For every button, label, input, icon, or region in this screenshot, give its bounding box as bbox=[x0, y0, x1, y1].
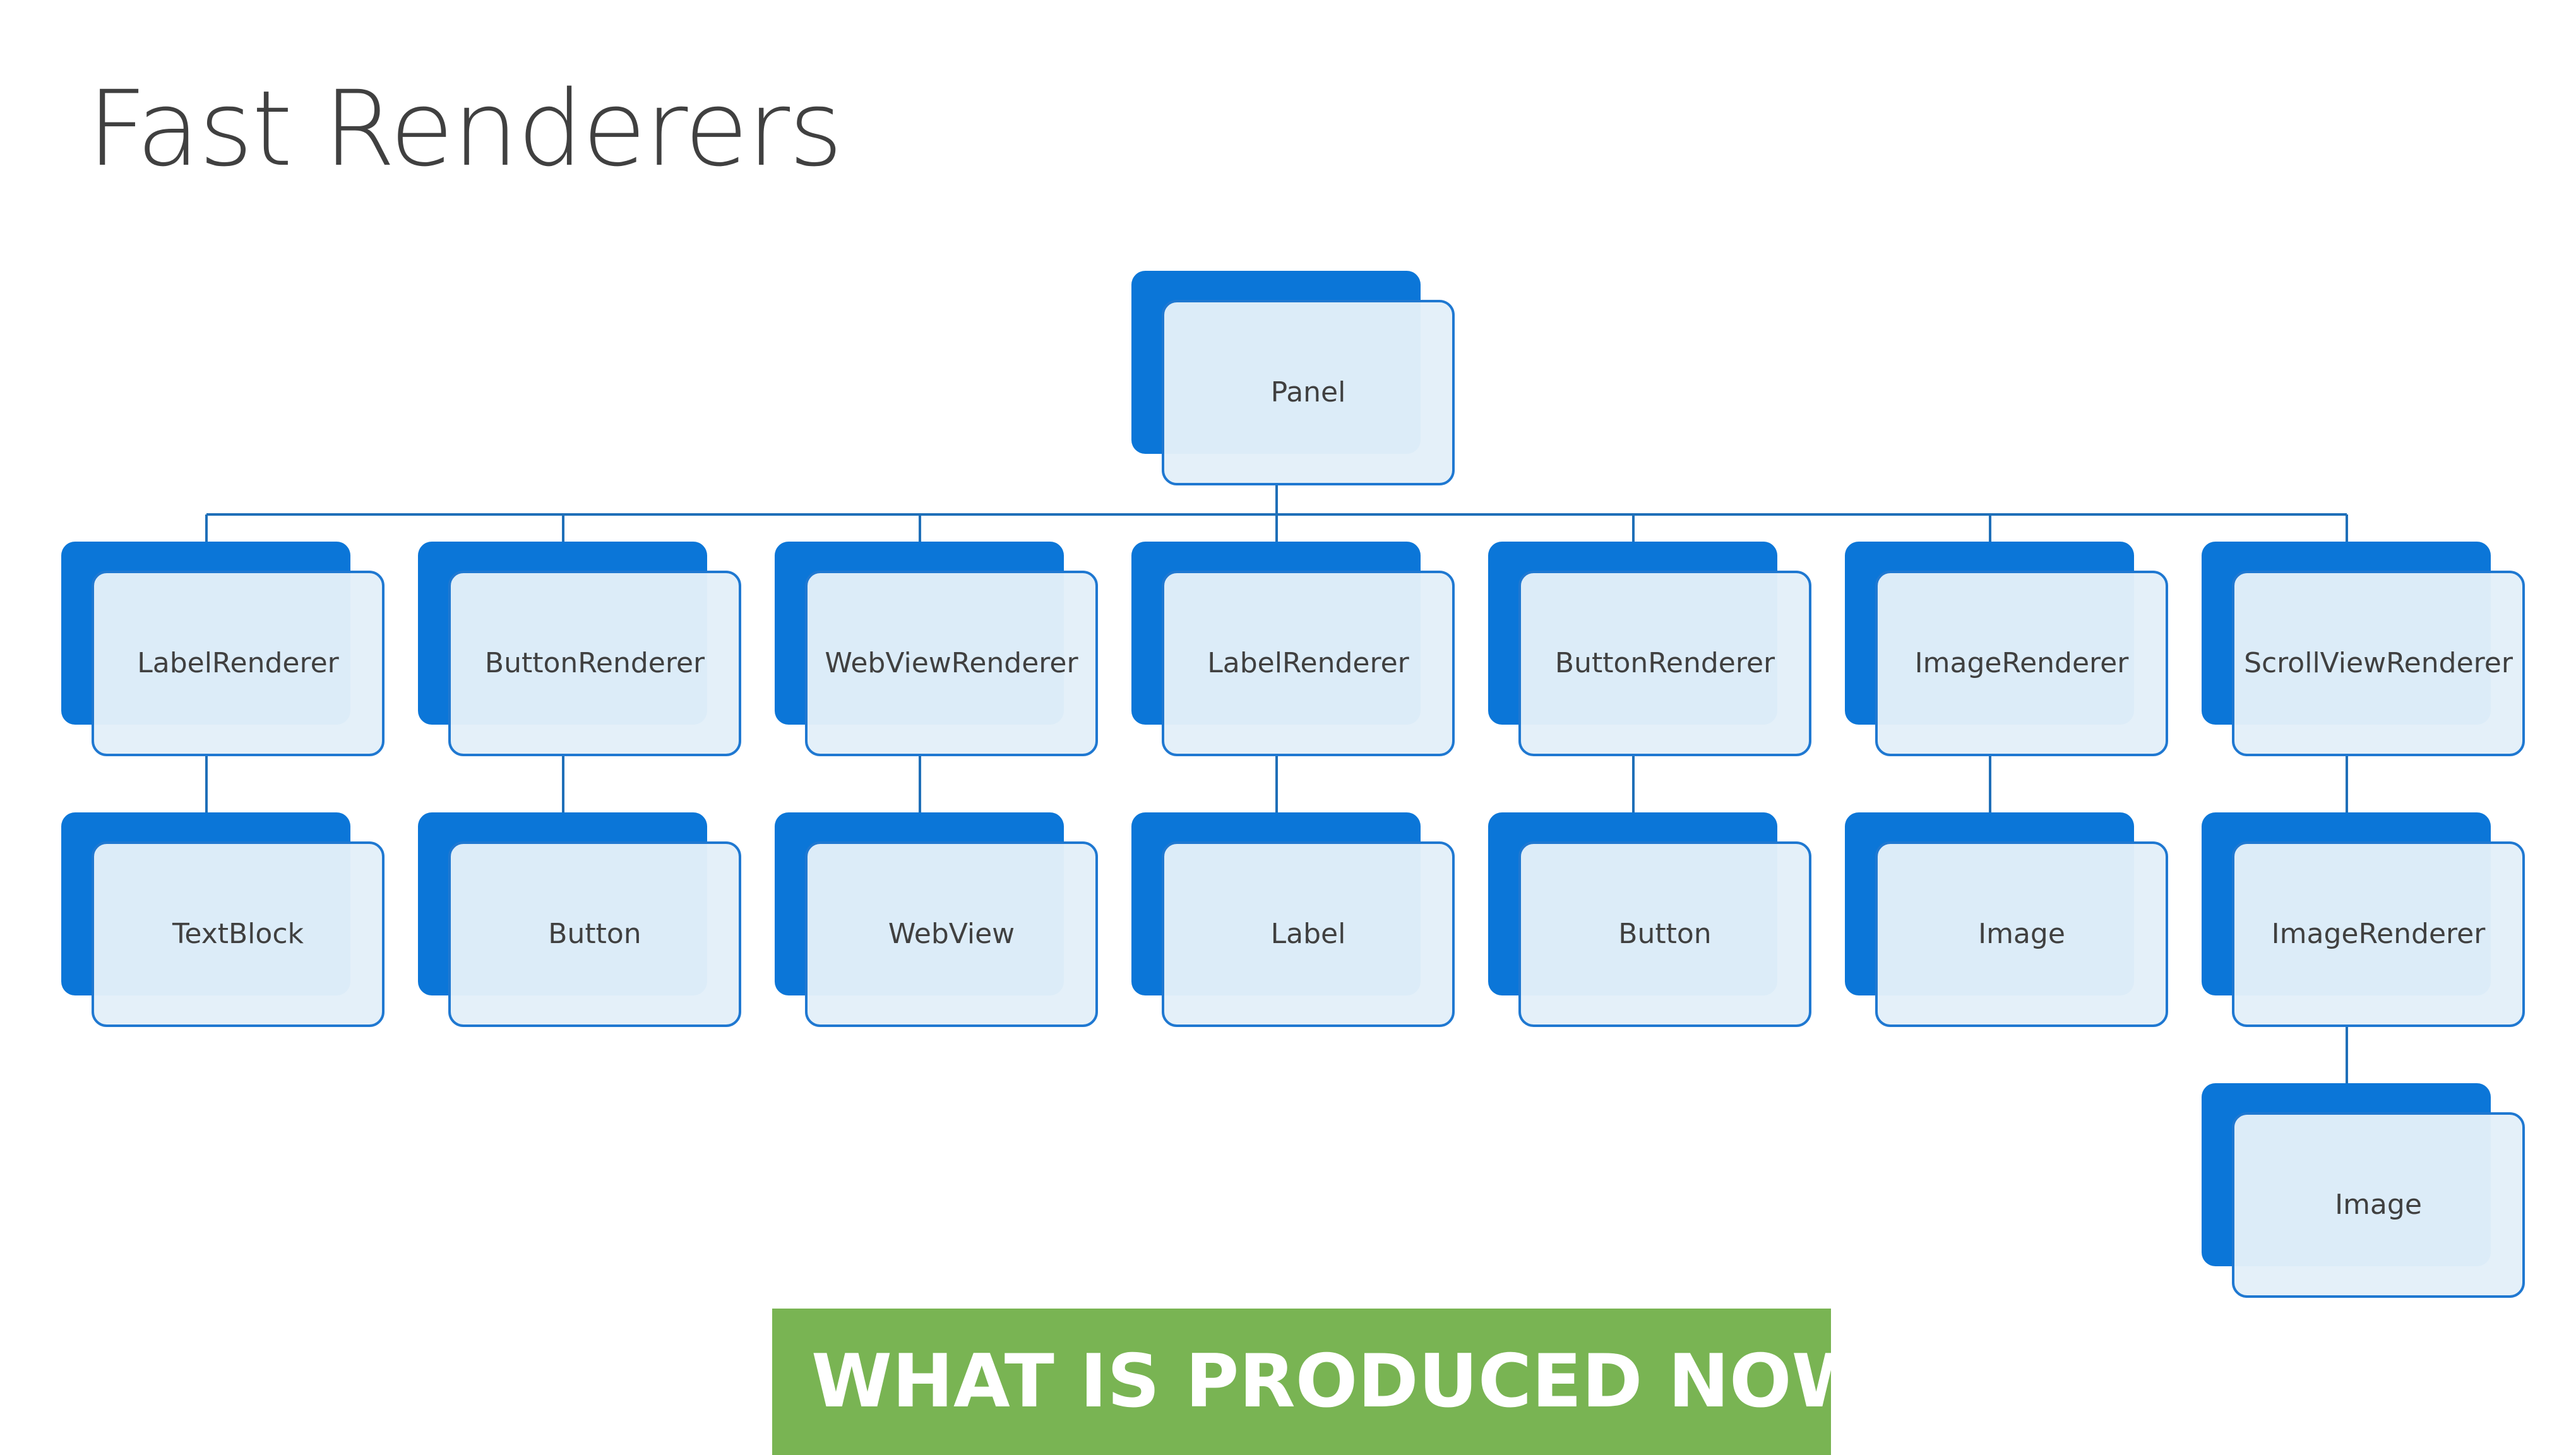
node-label-c3-r1-label: Label bbox=[1271, 918, 1346, 950]
node-scrollviewrenderer-c6-r0-label: ScrollViewRenderer bbox=[2244, 647, 2513, 679]
node-panel-label: Panel bbox=[1271, 376, 1346, 408]
node-imagerenderer-c5-r0-label: ImageRenderer bbox=[1915, 647, 2130, 679]
node-labelrenderer-c3-r0-card bbox=[1162, 571, 1455, 756]
node-buttonrenderer-c4-r0: ButtonRenderer bbox=[1488, 542, 1811, 756]
node-webview-c2-r1-label: WebView bbox=[888, 918, 1015, 950]
node-panel-card bbox=[1162, 300, 1455, 485]
node-labelrenderer-c0-r0-card bbox=[92, 571, 385, 756]
node-webview-c2-r1: WebView bbox=[775, 812, 1098, 1027]
node-imagerenderer-c6-r1: ImageRenderer bbox=[2202, 812, 2525, 1027]
node-button-c1-r1-card bbox=[448, 841, 741, 1027]
node-buttonrenderer-c1-r0-card bbox=[448, 571, 741, 756]
node-labelrenderer-c3-r0-label: LabelRenderer bbox=[1207, 647, 1409, 679]
node-panel: Panel bbox=[1131, 271, 1455, 485]
node-image-c5-r1-label: Image bbox=[1978, 918, 2065, 950]
node-imagerenderer-c6-r1-card bbox=[2232, 841, 2525, 1027]
node-buttonrenderer-c1-r0-label: ButtonRenderer bbox=[485, 647, 705, 679]
node-label-c3-r1: Label bbox=[1131, 812, 1455, 1027]
node-webviewrenderer-c2-r0: WebViewRenderer bbox=[775, 542, 1098, 756]
node-buttonrenderer-c4-r0-card bbox=[1518, 571, 1811, 756]
node-webviewrenderer-c2-r0-card bbox=[805, 571, 1098, 756]
node-textblock-c0-r1-label: TextBlock bbox=[172, 918, 304, 950]
node-scrollviewrenderer-c6-r0-card bbox=[2232, 571, 2525, 756]
node-textblock-c0-r1: TextBlock bbox=[61, 812, 385, 1027]
node-webview-c2-r1-card bbox=[805, 841, 1098, 1027]
node-image-c5-r1: Image bbox=[1845, 812, 2168, 1027]
node-image-c5-r1-card bbox=[1875, 841, 2168, 1027]
node-button-c1-r1-label: Button bbox=[548, 918, 641, 950]
node-imagerenderer-c5-r0: ImageRenderer bbox=[1845, 542, 2168, 756]
node-image-c6-r2-label: Image bbox=[2335, 1189, 2422, 1221]
node-labelrenderer-c0-r0: LabelRenderer bbox=[61, 542, 385, 756]
node-image-c6-r2-card bbox=[2232, 1112, 2525, 1298]
node-button-c1-r1: Button bbox=[418, 812, 741, 1027]
slide-title: Fast Renderers bbox=[87, 68, 843, 189]
node-buttonrenderer-c4-r0-label: ButtonRenderer bbox=[1555, 647, 1775, 679]
node-label-c3-r1-card bbox=[1162, 841, 1455, 1027]
node-button-c4-r1: Button bbox=[1488, 812, 1811, 1027]
node-buttonrenderer-c1-r0: ButtonRenderer bbox=[418, 542, 741, 756]
connectors bbox=[205, 484, 2348, 1083]
node-labelrenderer-c3-r0: LabelRenderer bbox=[1131, 542, 1455, 756]
node-imagerenderer-c5-r0-card bbox=[1875, 571, 2168, 756]
node-scrollviewrenderer-c6-r0: ScrollViewRenderer bbox=[2202, 542, 2525, 756]
node-image-c6-r2: Image bbox=[2202, 1083, 2525, 1298]
node-labelrenderer-c0-r0-label: LabelRenderer bbox=[137, 647, 339, 679]
node-button-c4-r1-label: Button bbox=[1618, 918, 1711, 950]
banner-what-is-produced-now: WHAT IS PRODUCED NOW bbox=[772, 1309, 1831, 1455]
node-textblock-c0-r1-card bbox=[92, 841, 385, 1027]
node-button-c4-r1-card bbox=[1518, 841, 1811, 1027]
node-imagerenderer-c6-r1-label: ImageRenderer bbox=[2272, 918, 2486, 950]
node-webviewrenderer-c2-r0-label: WebViewRenderer bbox=[825, 647, 1078, 679]
